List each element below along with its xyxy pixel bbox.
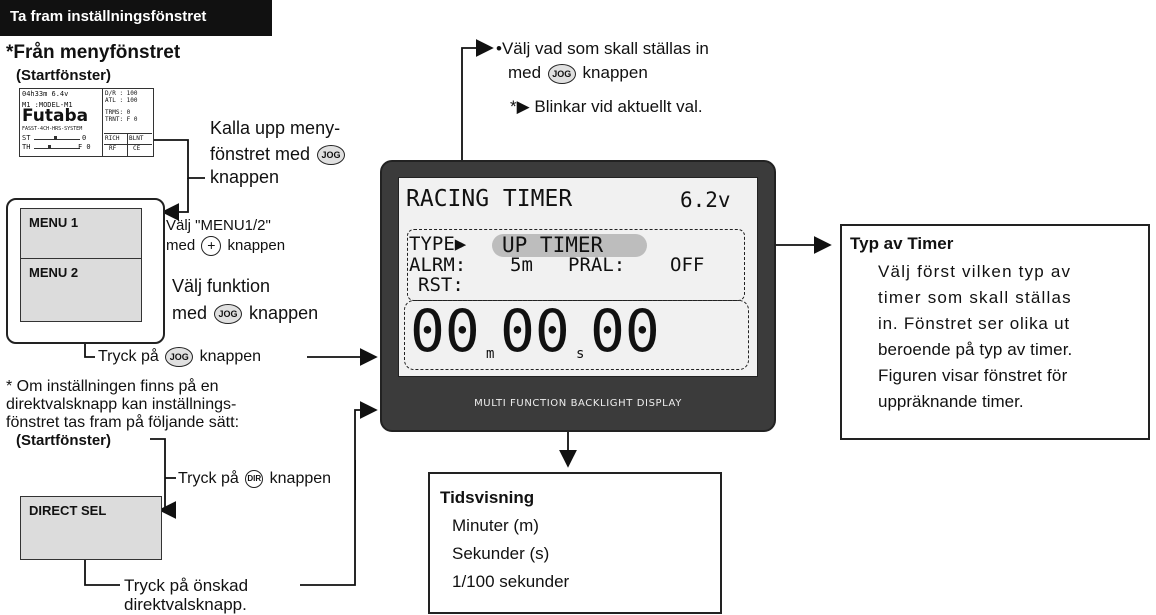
press-dir-post: knappen [269,470,332,487]
jog-button-icon: JOG [214,304,243,325]
mini-line1: 04h33m 6.4v [22,90,69,98]
timer-type-line: Figuren visar fönstret för [878,366,1068,385]
timer-type-box [840,224,1150,440]
futaba-logo: Futaba [22,106,89,126]
plus-button-icon: + [201,236,222,257]
lcd-pral-value: OFF [670,254,705,276]
mini-grid-cell: RF [109,145,117,152]
lcd-type-label: TYPE▶ [409,233,467,255]
mini-st-value: 0 [82,134,87,142]
time-display-box [428,472,722,614]
select-menu-line1: Välj "MENU1/2" [166,217,271,234]
dir-button-icon: DIR [245,469,264,488]
st-bar-marker [54,136,57,139]
note-direct-line2: direktvalsknapp kan inställnings- [6,396,237,413]
timer-type-line: Välj först vilken typ av [878,262,1072,281]
press-direct-line2: direktvalsknapp. [124,595,247,614]
jog-button-icon: JOG [547,63,576,84]
header-tab [0,0,272,36]
mini-right-mid: TRMS: 0 TRNT: F 0 [105,109,138,123]
mini-grid-hline [104,144,152,145]
menu2-label: MENU 2 [29,265,79,280]
mini-st: ST [22,134,31,142]
time-display-line: Sekunder (s) [452,544,550,563]
header-tab-label: Ta fram inställningsfönstret [10,8,207,25]
mini-grid-cell: RICH [105,135,120,142]
select-function-with: med [172,303,208,323]
press-dir-pre: Tryck på [178,470,239,487]
from-menu-title: *Från menyfönstret [6,42,181,63]
lcd-footer: MULTI FUNCTION BACKLIGHT DISPLAY [474,398,682,409]
note-direct-line3: fönstret tas fram på följande sätt: [6,414,240,431]
lcd-title: RACING TIMER [406,186,573,212]
select-menu-with: med [166,237,196,254]
mini-right-top: D/R : 100 ATL : 100 [105,90,138,104]
lcd-voltage: 6.2v [680,188,731,212]
menu2-box: MENU 2 [20,258,142,322]
mini-grid-cell: BLNT [129,135,144,142]
lcd-type-value: UP TIMER [502,233,604,257]
press-dir: Tryck på DIR knappen [178,468,331,490]
mini-divider [102,89,103,156]
timer-type-line: uppräknande timer. [878,392,1024,411]
timer-type-line: beroende på typ av timer. [878,340,1073,359]
choose-line1: •Välj vad som skall ställas in [496,39,709,58]
select-menu-knappen: knappen [227,237,286,254]
mini-th-value: F 0 [78,143,91,151]
call-menu-line1: Kalla upp meny- [210,118,341,138]
mini-grid: RICH BLNT RF CE [104,133,152,156]
timer-m-unit: m [486,346,495,362]
timer-minutes: 00 [410,297,480,365]
choose-with: med [508,63,542,82]
th-bar [34,148,80,150]
timer-seconds: 00 [500,297,570,365]
select-function-knappen: knappen [249,303,319,323]
start-window-screen: 04h33m 6.4v M1 :MODEL-M1 Futaba FASST-4C… [19,88,154,157]
timer-type-line: in. Fönstret ser olika ut [878,314,1070,333]
press-dir-divider [355,460,356,500]
note-direct-line1: * Om inställningen finns på en [6,378,219,395]
call-menu-line2: fönstret med JOG [210,142,347,166]
blink-note: *▶ Blinkar vid aktuellt val. [510,97,703,116]
mini-grid-vline [127,134,128,156]
start-window-label: (Startfönster) [16,67,112,84]
lcd-rst-label: RST: [418,274,464,296]
mini-sub: FASST-4CH-HRS-SYSTEM [22,126,83,132]
lcd-screen [398,177,758,377]
st-bar [34,139,80,141]
timer-type-title: Typ av Timer [850,234,954,253]
press-jog-pre: Tryck på [98,348,159,365]
select-function-line2: med JOG knappen [172,301,318,325]
menu1-label: MENU 1 [29,215,79,230]
select-menu-line2: med + knappen [166,235,285,257]
timer-outline [404,300,749,370]
timer-s-unit: s [576,346,585,362]
lcd-alrm-value: 5m [510,254,533,276]
mini-th: TH [22,143,31,151]
timer-type-line: timer som skall ställas [878,288,1072,307]
call-menu-line2-text: fönstret med [210,144,311,164]
start-window-label-2: (Startfönster) [16,432,112,449]
lcd-alrm-label: ALRM: [409,254,467,276]
lcd-pral-label: PRAL: [568,254,626,276]
mini-grid-cell: CE [133,145,141,152]
type-value-highlight [492,234,647,257]
press-jog: Tryck på JOG knappen [98,345,261,369]
jog-button-icon: JOG [317,145,346,166]
time-display-title: Tidsvisning [440,488,535,507]
direct-sel-box: DIRECT SEL [20,496,162,560]
th-bar-marker [48,145,51,148]
mini-line2: M1 :MODEL-M1 [22,101,73,109]
press-jog-post: knappen [199,348,262,365]
press-direct-line1: Tryck på önskad [124,576,249,595]
time-display-line: 1/100 sekunder [452,572,570,591]
timer-hundredths: 00 [590,297,660,365]
choose-knappen: knappen [582,63,648,82]
choose-line2: med JOG knappen [508,62,648,84]
jog-button-icon: JOG [165,346,194,367]
time-display-line: Minuter (m) [452,516,539,535]
call-menu-line3: knappen [210,167,280,187]
direct-sel-label: DIRECT SEL [29,503,107,518]
select-function-line1: Välj funktion [172,276,271,296]
